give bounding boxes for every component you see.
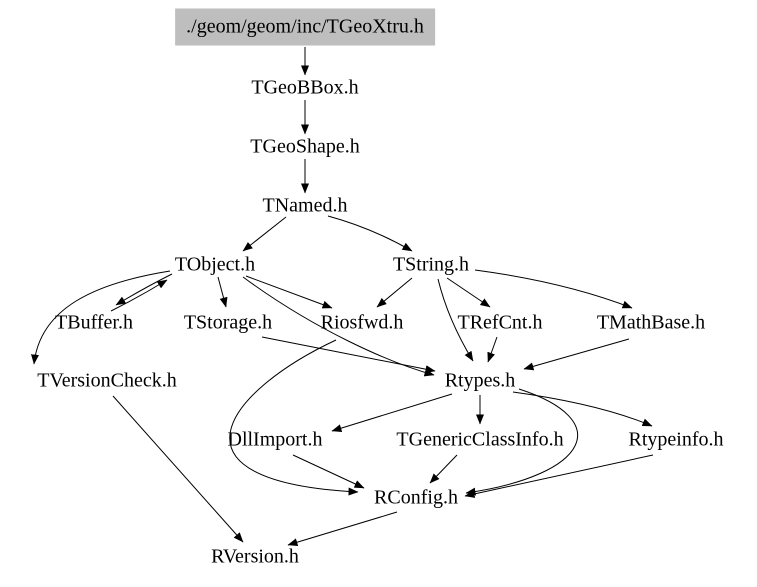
include-edge-tobject-to-riosfwd xyxy=(245,275,333,309)
graph-node-dllimport[interactable]: DllImport.h xyxy=(227,428,323,451)
graph-node-tgeoshape[interactable]: TGeoShape.h xyxy=(250,135,360,158)
graph-node-tbuffer[interactable]: TBuffer.h xyxy=(55,311,133,334)
graph-node-rversion[interactable]: RVersion.h xyxy=(211,545,299,568)
graph-node-rtypeinfo[interactable]: Rtypeinfo.h xyxy=(628,428,724,451)
graph-node-tmathbase[interactable]: TMathBase.h xyxy=(596,311,706,334)
include-edge-dllimport-to-rconfig xyxy=(292,454,365,489)
graph-node-rtypes[interactable]: Rtypes.h xyxy=(444,369,516,392)
include-edge-rtypes-to-dllimport xyxy=(331,393,453,433)
include-edge-riosfwd-to-rconfig xyxy=(229,339,359,496)
graph-node-tobject[interactable]: TObject.h xyxy=(174,253,256,276)
graph-node-rconfig[interactable]: RConfig.h xyxy=(374,486,458,509)
include-edge-rtypeinfo-to-rconfig xyxy=(464,454,654,498)
include-edge-tobject-to-tversioncheck xyxy=(31,270,171,365)
include-edge-tobject-to-tstorage xyxy=(217,276,228,308)
include-edge-rtypes-to-rtypeinfo xyxy=(512,391,653,427)
include-edge-tversioncheck-to-rversion xyxy=(112,395,244,543)
include-edge-tstring-to-rtypes xyxy=(437,278,474,362)
graph-node-tgeoxtru: ./geom/geom/inc/TGeoXtru.h xyxy=(175,8,435,46)
include-edge-tstorage-to-rtypes xyxy=(261,336,436,374)
include-edge-tobject-to-rtypes xyxy=(242,276,435,377)
graph-node-tstring[interactable]: TString.h xyxy=(392,253,470,276)
graph-node-trefcnt[interactable]: TRefCnt.h xyxy=(457,311,543,334)
include-edge-trefcnt-to-rtypes xyxy=(487,336,498,363)
graph-node-tstorage[interactable]: TStorage.h xyxy=(183,311,273,334)
include-edge-rtypes-to-rconfig xyxy=(465,388,579,496)
include-edge-tgenericclassinfo-to-rconfig xyxy=(429,454,458,484)
graph-node-tversioncheck[interactable]: TVersionCheck.h xyxy=(37,369,177,392)
graph-node-riosfwd[interactable]: Riosfwd.h xyxy=(320,311,404,334)
include-edge-tmathbase-to-rtypes xyxy=(523,338,630,371)
include-edge-tnamed-to-tstring xyxy=(327,215,413,252)
include-edge-tobject-to-tbuffer xyxy=(115,273,173,306)
graph-node-tgeobbox[interactable]: TGeoBBox.h xyxy=(251,76,359,99)
include-edge-tnamed-to-tobject xyxy=(242,216,287,252)
include-edge-tstring-to-trefcnt xyxy=(446,277,491,308)
graph-node-tgenericclassinfo[interactable]: TGenericClassInfo.h xyxy=(396,428,564,451)
include-edge-rconfig-to-rversion xyxy=(287,511,398,547)
graph-node-tnamed[interactable]: TNamed.h xyxy=(262,194,348,217)
include-edge-tbuffer-to-tobject xyxy=(110,279,168,312)
include-edge-tstring-to-riosfwd xyxy=(376,277,413,308)
include-edge-tstring-to-tmathbase xyxy=(474,269,633,309)
